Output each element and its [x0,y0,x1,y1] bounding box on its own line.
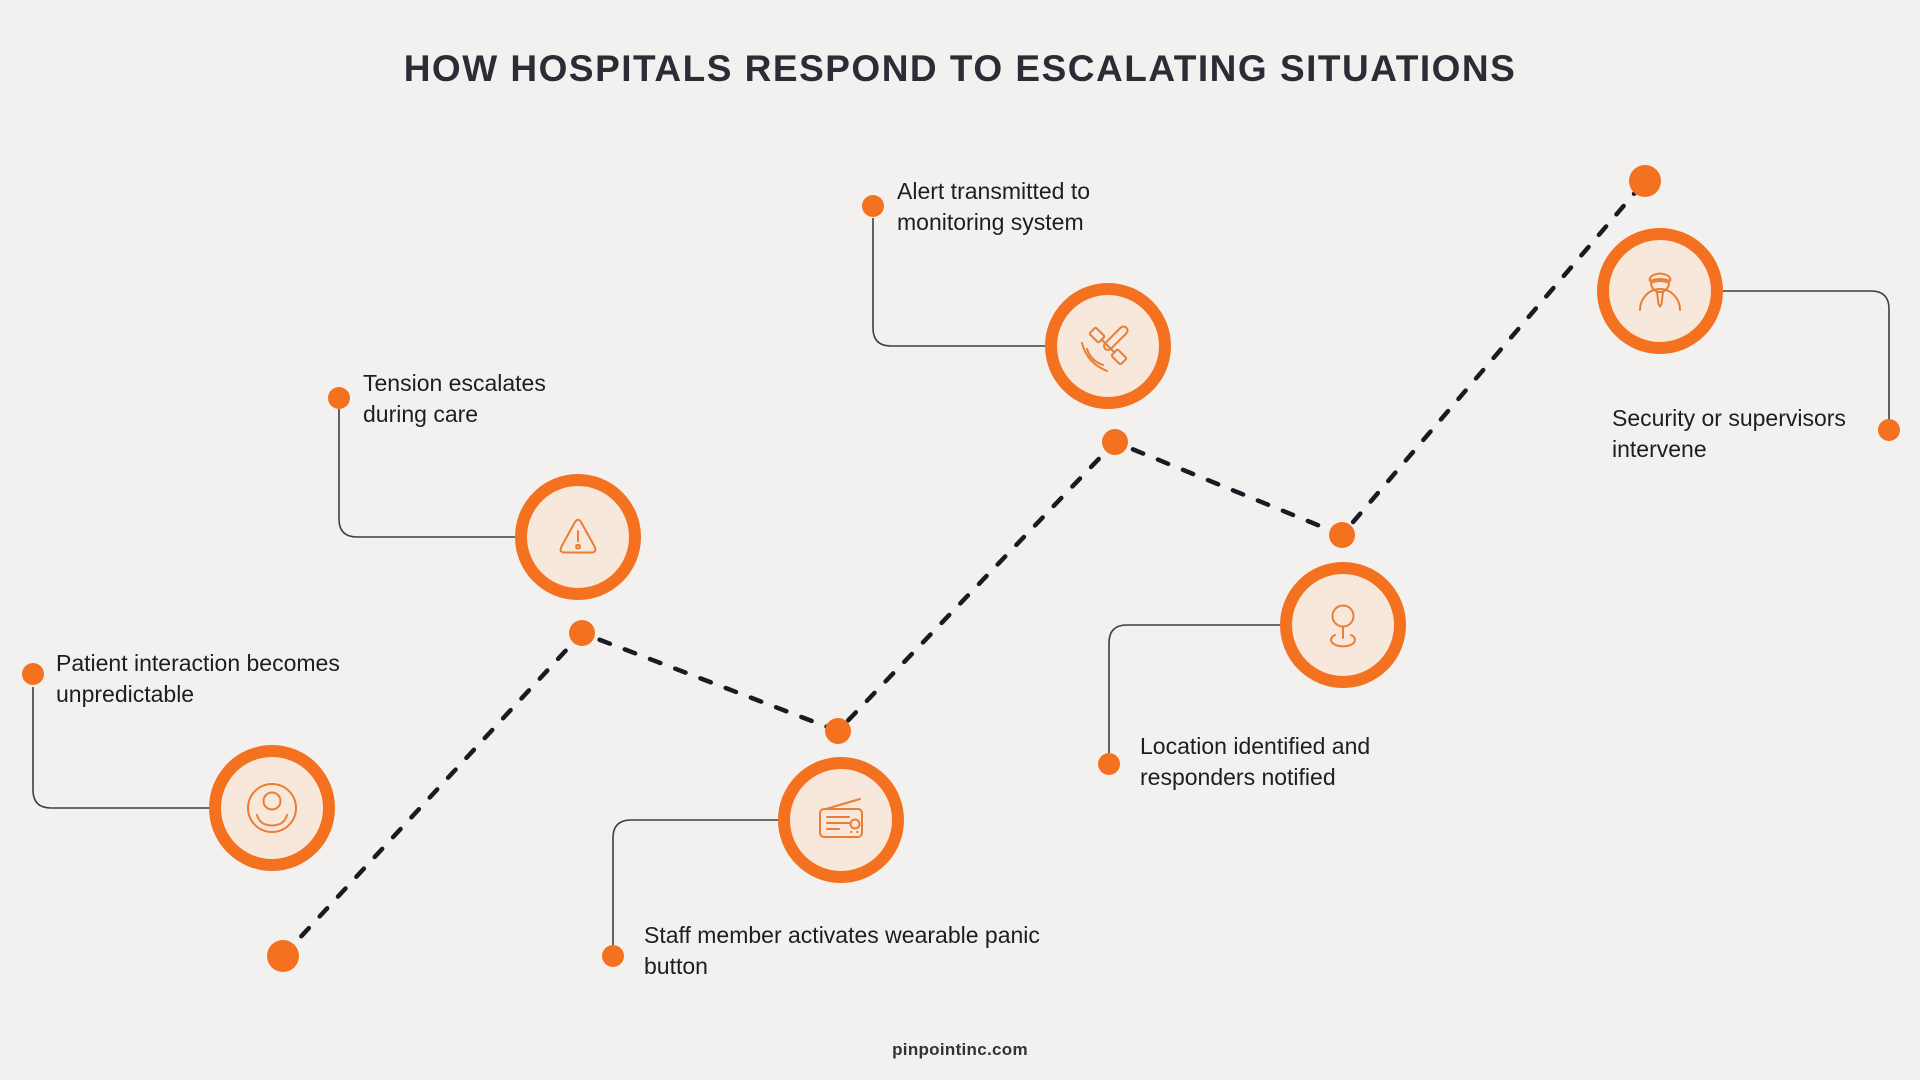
step-label-panic-button: Staff member activates wearable panic bu… [644,922,1040,979]
path-vertex-dot [825,718,851,744]
label-dot-4 [602,945,624,967]
connector-step-6 [1723,290,1890,420]
user-icon [247,783,297,833]
step-node-location [1280,562,1406,688]
security-guard-icon [1639,272,1681,311]
footer-website: pinpointinc.com [892,1040,1028,1059]
label-dot-1 [22,663,44,685]
connector-step-5 [1108,624,1280,753]
label-dot-2 [328,387,350,409]
zigzag-vertex-dots [267,165,1661,972]
node-ring [1280,562,1406,688]
satellite-icon [1081,325,1129,372]
step-node-security [1597,228,1723,354]
connector-step-4 [612,819,778,947]
path-vertex-dot [569,620,595,646]
node-ring [778,757,904,883]
path-vertex-dot [1329,522,1355,548]
step-node-patient [209,745,335,871]
connector-step-1 [32,687,209,809]
step-node-alert [1045,283,1171,409]
zigzag-dashed-path [280,178,1648,959]
path-start-dot [267,940,299,972]
label-connectors [32,218,1890,947]
step-label-tension: Tension escalates during care [363,370,546,427]
step-label-location: Location identified and responders notif… [1140,733,1371,790]
connector-step-3 [872,218,1045,347]
step-node-panic-button [778,757,904,883]
step-label-security: Security or supervisors intervene [1612,405,1846,462]
radio-panic-button-icon [819,798,863,838]
page-title: HOW HOSPITALS RESPOND TO ESCALATING SITU… [403,48,1517,89]
step-label-patient: Patient interaction becomes unpredictabl… [56,650,340,707]
label-dot-6 [1878,419,1900,441]
path-end-dot [1629,165,1661,197]
label-dot-5 [1098,753,1120,775]
label-dots [22,195,1900,967]
connector-step-2 [338,409,515,538]
path-vertex-dot [1102,429,1128,455]
label-dot-3 [862,195,884,217]
warning-triangle-icon [559,518,597,554]
step-label-alert: Alert transmitted to monitoring system [897,178,1091,235]
location-pin-icon [1330,604,1356,648]
step-node-tension [515,474,641,600]
node-ring [209,745,335,871]
